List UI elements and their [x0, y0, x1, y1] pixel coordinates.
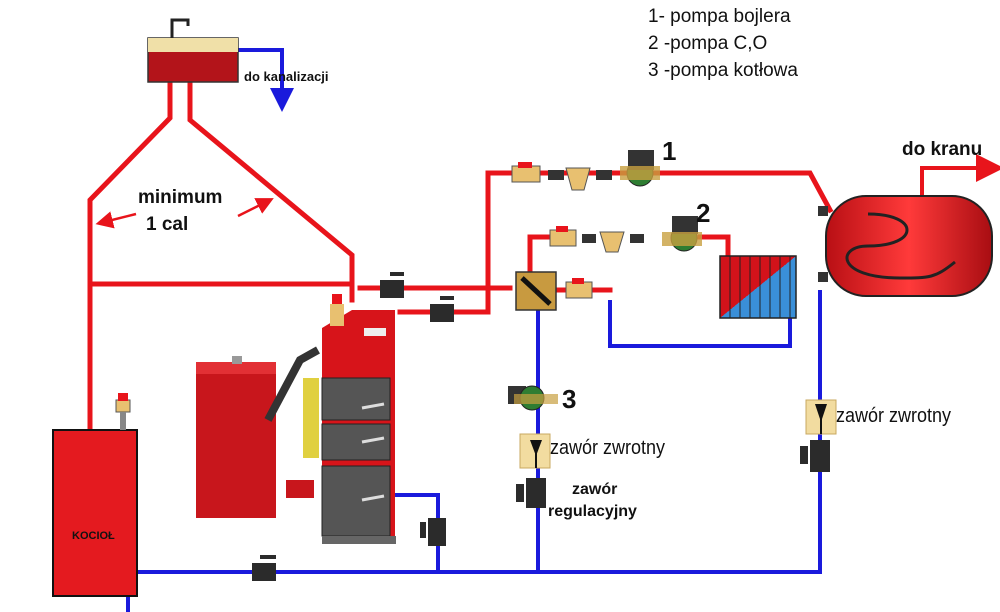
pump-icon: [620, 150, 660, 187]
pump-icon: [508, 385, 558, 411]
check-valve-pump-label: zawór zwrotny: [550, 437, 666, 459]
reg-valve-label-2: regulacyjny: [548, 503, 637, 520]
check-valve-icon: [805, 399, 837, 435]
expansion-tank-icon: [147, 18, 239, 83]
return-pipes: [126, 48, 822, 612]
four-way-mixing-valve-icon: [515, 271, 593, 311]
pellet-boiler-icon: [196, 294, 396, 544]
reg-valve-label-1: zawór: [572, 481, 618, 498]
one-inch-label: 1 cal: [146, 214, 189, 235]
tap-label: do kranu: [902, 139, 983, 160]
pump1-number: 1: [662, 136, 677, 166]
pump1-fittings: [511, 162, 612, 191]
pump2-number: 2: [696, 198, 711, 228]
flow-arrow-left: [95, 211, 137, 229]
drain-label: do kanalizacji: [244, 69, 329, 84]
ball-valve-icon: [252, 272, 454, 581]
tap-outlet-pipe: [920, 154, 1000, 200]
legend-item-1: 1- pompa bojlera: [648, 6, 791, 27]
flow-arrow-right: [237, 198, 274, 218]
safety-valve-icon: [115, 393, 131, 430]
pump-icon: [662, 216, 702, 252]
radiator-icon: [719, 255, 797, 319]
legend-item-2: 2 -pompa C,O: [648, 33, 768, 54]
boiler-label: KOCIOŁ: [72, 530, 115, 542]
check-valve-boiler-label: zawór zwrotny: [836, 405, 952, 427]
legend-item-3: 3 -pompa kotłowa: [648, 60, 798, 81]
ball-valve-icon: [516, 440, 830, 508]
check-valve-icon: [519, 433, 551, 469]
hot-water-cylinder-icon: [818, 195, 993, 297]
pump2-fittings: [549, 226, 644, 253]
minimum-label: minimum: [138, 187, 223, 208]
main-boiler: [52, 429, 138, 597]
pump3-number: 3: [562, 384, 577, 414]
